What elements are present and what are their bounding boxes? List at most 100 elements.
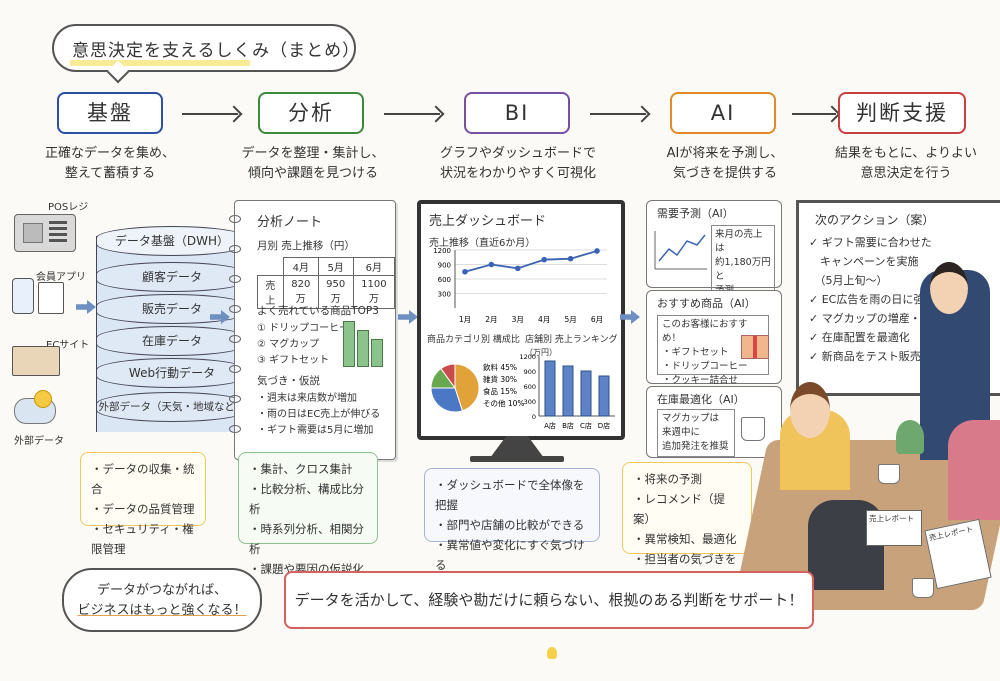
smartphone-icon: [12, 278, 34, 314]
rank-chart-title: 店舗別 売上ランキング: [525, 335, 618, 345]
top-product-bar: [343, 321, 355, 367]
stage-analysis: 分析: [258, 92, 364, 134]
data-point: [567, 255, 574, 262]
source-label-external: 外部データ: [14, 436, 64, 447]
bar: [598, 375, 610, 417]
insights-list: ・週末は来店数が増加・雨の日はEC売上が伸びる・ギフト需要は5月に増加: [257, 393, 381, 436]
meeting-person: [948, 420, 1000, 520]
x-tick-label: 2月: [485, 315, 497, 324]
stage-foundation: 基盤: [57, 92, 163, 134]
pie-slice: [430, 387, 464, 413]
board-title: 次のアクション（案）: [815, 213, 935, 227]
mug-icon: [741, 417, 765, 441]
bar: [580, 370, 592, 417]
dwh-title: データ基盤（DWH）: [96, 226, 248, 256]
ai-inventory: 在庫最適化（AI） マグカップは来週中に追加発注を推奨: [646, 386, 782, 458]
source-label-pos: POSレジ: [48, 202, 89, 213]
stage-foundation-desc: 正確なデータを集め、整えて蓄積する: [44, 146, 175, 181]
dashboard-title: 売上ダッシュボード: [429, 214, 547, 229]
notebook-insight-title: 気づき・仮説: [257, 375, 320, 387]
ai-notes: ・将来の予測・レコメンド（提案）・異常検知、最適化・担当者の気づきを支援: [622, 462, 752, 586]
stage-bi: BI: [464, 92, 570, 134]
pie-slice: [454, 363, 480, 412]
arrow-icon: [384, 113, 440, 115]
bar: [544, 360, 556, 417]
forecast-line-icon: [654, 231, 707, 270]
analysis-notes: ・集計、クロス集計・比較分析、構成比分析・時系列分析、相関分析・課題や要因の仮説…: [238, 452, 378, 576]
arrow-icon: [792, 113, 836, 115]
pie-chart-title: 商品カテゴリ別 構成比: [427, 335, 520, 345]
pie-label: 雑貨 30%: [483, 374, 517, 384]
bottom-message-box: データを活かして、経験や勘だけに頼らない、根拠のある判断をサポート！: [284, 571, 814, 659]
clipboard-icon: [38, 282, 64, 314]
source-label-app: 会員アプリ: [36, 272, 86, 283]
coffee-cup-icon: [878, 464, 900, 484]
y-tick-label: 900: [524, 368, 536, 376]
arrow-icon: [620, 310, 640, 324]
x-tick-label: B店: [562, 421, 574, 430]
lightbulb-icon: [547, 647, 557, 659]
arrow-icon: [76, 300, 96, 314]
plant-icon: [896, 420, 924, 454]
rank-chart-unit: （万円）: [525, 348, 557, 357]
y-tick-label: 600: [438, 276, 451, 284]
pie-label: その他 10%: [483, 398, 525, 408]
report-document: 売上レポート: [866, 510, 922, 546]
top-product-bar: [371, 339, 383, 367]
notebook-title: 分析ノート: [257, 215, 323, 230]
monitor-base: [470, 456, 564, 462]
ai-rec-title: おすすめ商品（AI）: [657, 297, 756, 310]
pie-label: 食品 15%: [483, 386, 517, 396]
y-tick-label: 300: [524, 398, 536, 406]
top-products-bar-chart: [343, 319, 383, 367]
trend-chart-title: 売上推移（直近6か月）: [429, 238, 536, 249]
inventory-text: マグカップは来週中に追加発注を推奨: [657, 409, 735, 457]
bottom-speech-bubble: データがつながれば、ビジネスはもっと強くなる！: [62, 568, 262, 632]
dwh-layer: 販売データ: [96, 294, 248, 324]
action-list: ✓ ギフト需要に合わせた キャンペーンを実施 （5月上旬〜）✓ EC広告を雨の日…: [809, 236, 943, 363]
arrow-icon: [182, 113, 238, 115]
gift-box-icon: [741, 335, 769, 359]
x-tick-label: 1月: [459, 315, 471, 324]
source-label-ec: ECサイト: [46, 340, 90, 351]
x-tick-label: C店: [580, 421, 592, 430]
top-product-bar: [357, 330, 369, 367]
bottom-message: データを活かして、経験や勘だけに頼らない、根拠のある判断をサポート！: [294, 591, 804, 609]
title-bubble: 意思決定を支えるしくみ（まとめ）: [52, 24, 361, 84]
arrow-icon: [590, 113, 646, 115]
stage-analysis-desc: データを整理・集計し、傾向や課題を見つける: [241, 146, 385, 181]
arrow-icon: [210, 310, 230, 324]
pos-register-icon: [14, 214, 76, 252]
y-tick-label: 900: [438, 262, 451, 270]
ai-inv-title: 在庫最適化（AI）: [657, 393, 745, 406]
series-line: [464, 250, 598, 273]
x-tick-label: 5月: [564, 315, 576, 324]
data-point: [488, 261, 495, 268]
page-title: 意思決定を支えるしくみ（まとめ）: [72, 41, 361, 61]
shopping-cart-icon: [12, 346, 60, 376]
monitor-stand: [490, 436, 544, 458]
foundation-notes: ・データの収集・統合・データの品質管理・セキュリティ・権限管理: [80, 452, 206, 556]
x-tick-label: A店: [544, 421, 556, 430]
x-tick-label: 4月: [538, 315, 550, 324]
stage-decision: 判断支援: [838, 92, 966, 134]
stage-ai: AI: [670, 92, 776, 134]
pie-slice: [440, 363, 456, 390]
x-tick-label: 6月: [591, 315, 603, 324]
dwh-cylinder: データ基盤（DWH） 顧客データ 販売データ 在庫データ Web行動データ 外部…: [96, 226, 248, 442]
dwh-layer: Web行動データ: [96, 358, 248, 388]
notebook-table-title: 月別 売上推移（円）: [257, 240, 355, 252]
pie-label: 飲料 45%: [483, 362, 517, 372]
stage-ai-desc: AIが将来を予測し、気づきを提供する: [666, 146, 784, 181]
meeting-person-head: [790, 382, 830, 438]
data-point: [541, 256, 547, 263]
data-point: [462, 268, 468, 275]
ai-demand-title: 需要予測（AI）: [657, 207, 734, 220]
coffee-cup-icon: [912, 578, 934, 598]
